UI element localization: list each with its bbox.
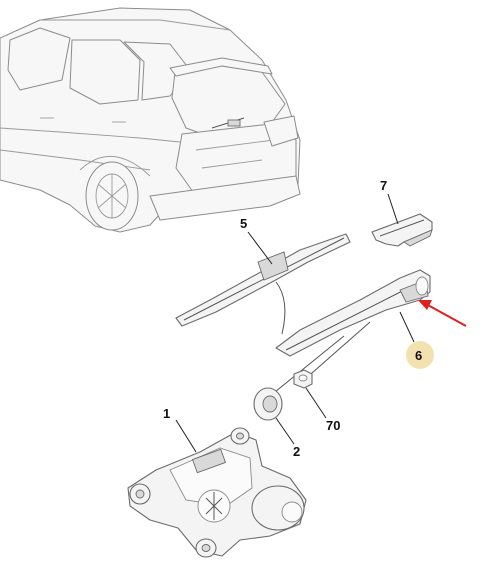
red-arrow-indicator [418,300,467,327]
leader-5 [247,231,273,265]
nut-part: 70 [293,369,340,433]
leader-6 [399,311,415,343]
callout-70: 70 [326,418,340,433]
assembly-axis-2 [303,321,371,381]
leader-2 [275,417,295,445]
callout-2: 2 [293,444,300,459]
arm-cap-part: 7 [371,178,433,247]
cap-seal-part: 2 [253,387,300,459]
callout-5: 5 [240,216,247,231]
wiper-arm-part: 6 [275,269,467,369]
callout-6: 6 [415,348,422,363]
vehicle-illustration [0,7,301,233]
wiper-blade-part: 5 [175,216,351,335]
assembly-axis-1 [269,335,345,397]
callout-1: 1 [163,406,170,421]
highlight-badge-6 [406,341,434,369]
wiper-mount-on-vehicle [227,119,241,127]
leader-1 [175,419,197,453]
leader-7 [387,193,399,225]
leader-70 [305,387,327,419]
callout-7: 7 [380,178,387,193]
wiper-motor-part: 1 [127,406,307,558]
